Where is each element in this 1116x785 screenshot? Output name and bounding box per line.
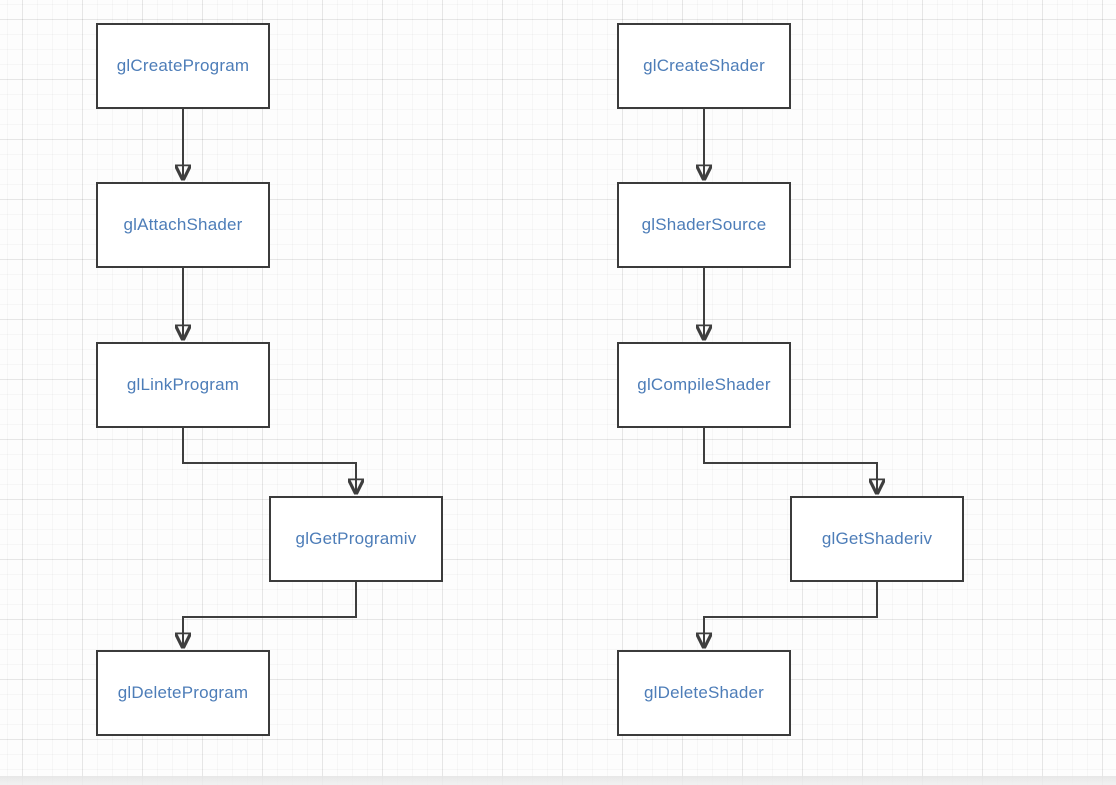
node-glshadersource[interactable]: glShaderSource: [617, 182, 791, 268]
node-glcompileshader[interactable]: glCompileShader: [617, 342, 791, 428]
connector-getprogramiv-deleteprogram[interactable]: [183, 582, 357, 647]
node-glgetprogramiv[interactable]: glGetProgramiv: [269, 496, 443, 582]
node-label: glShaderSource: [641, 215, 767, 234]
node-gldeleteprogram[interactable]: glDeleteProgram: [96, 650, 270, 736]
connector-linkprogram-getprogramiv[interactable]: [182, 428, 356, 493]
connector-getshaderiv-deleteshader[interactable]: [704, 582, 878, 647]
node-glgetshaderiv[interactable]: glGetShaderiv: [790, 496, 964, 582]
node-glcreateprogram[interactable]: glCreateProgram: [96, 23, 270, 109]
node-gldeleteshader[interactable]: glDeleteShader: [617, 650, 791, 736]
node-label: glAttachShader: [123, 215, 243, 234]
connector-compileshader-getshaderiv[interactable]: [703, 428, 877, 493]
node-glcreateshader[interactable]: glCreateShader: [617, 23, 791, 109]
node-label: glLinkProgram: [126, 375, 240, 394]
node-label: glDeleteShader: [644, 683, 764, 702]
node-glattachshader[interactable]: glAttachShader: [96, 182, 270, 268]
canvas-bottom-edge: [0, 776, 1116, 785]
node-label: glGetProgramiv: [295, 529, 417, 548]
node-label: glCompileShader: [637, 375, 771, 394]
node-label: glCreateShader: [643, 56, 765, 75]
node-gllinkprogram[interactable]: glLinkProgram: [96, 342, 270, 428]
node-label: glCreateProgram: [116, 56, 250, 75]
node-label: glGetShaderiv: [821, 529, 933, 548]
node-label: glDeleteProgram: [117, 683, 249, 702]
